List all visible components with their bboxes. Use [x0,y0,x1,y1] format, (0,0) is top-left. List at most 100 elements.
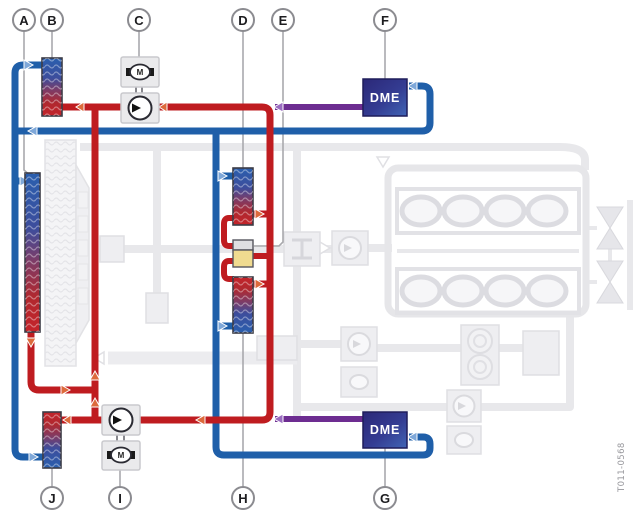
cylinder-bank-2 [395,267,581,315]
callout-c-circle [127,8,151,32]
arrow-into-cooler-h-icon [217,320,229,332]
blue-center-vertical-pipe [212,131,434,459]
inactive-motor-icon-3 [454,432,474,448]
thermostat-cap [232,239,254,251]
arrow-red-a-down-icon [25,337,37,349]
arrow-purple-bottom-icon [272,413,284,425]
fan-blades [77,191,89,305]
flow-arrow-down-icon [375,156,391,169]
dme-control-unit-bottom: DME [362,411,408,449]
callout-g-circle [373,486,397,510]
arrow-red-bottom-left-icon [194,414,206,426]
red-thermostat-loop-lower [221,258,234,282]
gray-component-box-2 [256,335,298,361]
callout-bubbles: A B C D E F G H I J [12,8,397,510]
electric-coolant-pump-c: M [120,56,160,124]
cylinders [399,194,569,308]
arrow-red-into-b-icon [75,101,85,113]
cooler-d-pattern [233,168,253,225]
blue-main-left-pipe [11,61,44,461]
arrow-red-into-pump-c-icon [158,101,168,113]
callout-c-label: C [134,13,144,28]
arrow-into-radiator-j-blue-icon [28,451,40,463]
thermostat-ibeam-icon [292,238,312,260]
arrow-blue-horizontal-icon [26,125,38,137]
cooler-h-pattern [233,277,253,333]
fan-motor-box [99,235,125,263]
callout-i-label: I [118,491,122,506]
motor-c-label: M [137,68,144,77]
motor-i-label: M [118,451,125,460]
inactive-cooler-inner-2 [473,360,487,374]
radiator-b-pattern [42,58,62,116]
gray-component-box [145,292,169,324]
dme-top-label: DME [370,91,400,105]
motor-c-brush-right [149,68,154,76]
motor-i-brush-left [107,451,112,459]
red-main-loop-pipe [60,103,274,424]
thermostat-e [232,239,254,268]
gray-pipe-bottom-2 [481,314,574,411]
callout-h-label: H [238,491,247,506]
arrow-red-vertical-up-2-icon [89,396,101,408]
arrow-red-a-return-icon [60,384,72,396]
dme-bottom-box [362,411,408,449]
motor-c-icon [129,63,151,81]
red-thermostat-loop-upper [221,215,234,249]
inactive-cooler-circle-2 [467,354,493,380]
arrow-red-d-out-icon [254,208,266,220]
pump-c-shaft [135,87,143,93]
flow-arrow-left-icon [92,350,105,366]
callout-h-circle [231,486,255,510]
heat-exchangers [24,57,254,469]
figure-code-watermark: T011-0568 [617,442,627,493]
callout-j-circle [40,486,64,510]
callout-b-label: B [47,13,56,28]
inactive-engine-circuit [44,139,633,455]
inactive-pump-rotor [344,244,352,252]
dme-control-unit-top: DME [362,78,408,117]
inactive-cooler-circle-1 [467,328,493,354]
arrow-into-radiator-b-icon [23,59,35,71]
arrow-purple-top-icon [272,101,284,113]
radiator-a-pattern [25,173,40,332]
callout-d-circle [231,8,255,32]
callout-e-circle [271,8,295,32]
inactive-component-box [522,330,560,376]
arrow-red-vertical-up-1-icon [89,369,101,381]
cold-coolant-pipes [11,61,434,461]
callout-i-circle [108,486,132,510]
hot-coolant-pipes [27,103,274,424]
arrow-into-cooler-d-icon [217,170,229,182]
callout-f-label: F [381,13,389,28]
radiator-j-pattern [43,412,61,468]
inactive-cooler-inner-1 [473,334,487,348]
electric-coolant-pump-i: M [101,404,141,471]
callout-a-label: A [19,13,29,28]
callout-line-a [23,31,35,180]
motor-c-brush-left [126,68,131,76]
arrow-red-into-j-icon [62,414,72,426]
gray-pipe-top [80,143,589,170]
cylinder-bank-1 [395,187,581,235]
inactive-pump-rotor-2 [353,340,361,348]
callout-a-circle [12,8,36,32]
callout-f-circle [373,8,397,32]
pump-c-rotor [132,103,141,113]
inactive-motor-icon-2 [349,374,369,390]
callout-j-label: J [48,491,55,506]
turbocharger-icons [596,206,624,304]
arrow-into-dme-bottom-icon [406,431,418,443]
callout-e-label: E [279,13,288,28]
motor-i-icon [110,446,132,464]
dme-top-box [362,78,408,117]
callout-b-circle [40,8,64,32]
flow-arrow-right-icon [319,240,332,256]
inactive-pump-rotor-3 [458,402,466,410]
red-radiator-a-return [27,331,95,394]
pump-i-rotor [113,415,122,425]
thermostat-body [232,249,254,268]
motor-i-brush-right [130,451,135,459]
